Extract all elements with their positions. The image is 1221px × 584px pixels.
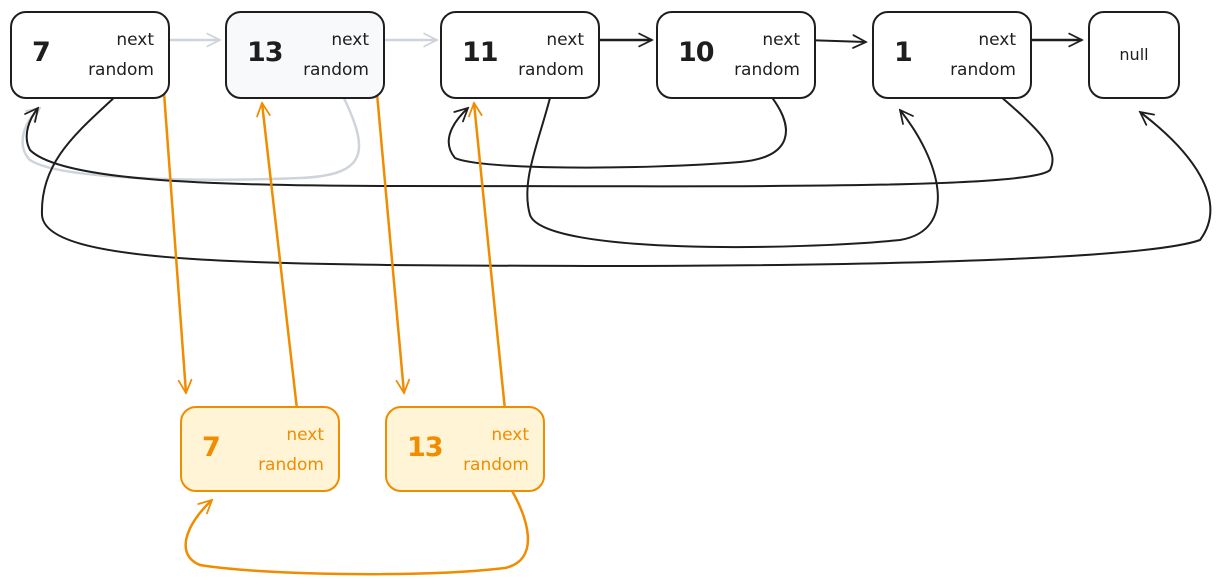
random-arrow-1-to-7 <box>27 89 1054 188</box>
node-null[interactable]: null <box>1088 11 1180 99</box>
random-arrow-copy13-to-copy7 <box>184 483 530 576</box>
node-10[interactable]: 10 next random <box>656 11 816 99</box>
random-arrow-10-to-11 <box>447 89 787 169</box>
copy-arrow-copy13-to-11 <box>474 103 508 421</box>
next-label: next <box>762 30 800 50</box>
random-arrow-11-to-1 <box>526 89 939 249</box>
random-label: random <box>734 60 800 80</box>
random-label: random <box>303 60 369 80</box>
node-value: 1 <box>894 37 913 68</box>
next-label: next <box>286 425 324 445</box>
random-label: random <box>950 60 1016 80</box>
random-arrow-13-to-7 <box>21 89 361 181</box>
next-label: next <box>116 30 154 50</box>
next-label: next <box>331 30 369 50</box>
node-value: 10 <box>678 37 715 68</box>
node-value: 7 <box>202 432 221 463</box>
copy-arrow-13-to-copy13 <box>370 37 404 393</box>
node-13[interactable]: 13 next random <box>225 11 385 99</box>
random-label: random <box>88 60 154 80</box>
copy-arrow-7-to-copy7 <box>158 37 186 393</box>
random-label: random <box>463 455 529 475</box>
node-1[interactable]: 1 next random <box>872 11 1032 99</box>
null-label: null <box>1119 45 1149 64</box>
node-value: 13 <box>247 37 284 68</box>
next-label: next <box>546 30 584 50</box>
copy-node-13[interactable]: 13 next random <box>385 406 545 492</box>
node-value: 7 <box>32 37 51 68</box>
random-label: random <box>258 455 324 475</box>
node-11[interactable]: 11 next random <box>440 11 600 99</box>
node-7[interactable]: 7 next random <box>10 11 170 99</box>
random-arrow-7-to-null <box>40 93 1212 268</box>
copy-node-7[interactable]: 7 next random <box>180 406 340 492</box>
next-label: next <box>978 30 1016 50</box>
node-value: 13 <box>407 432 444 463</box>
next-label: next <box>491 425 529 445</box>
copy-arrow-copy7-to-13 <box>262 103 300 419</box>
node-value: 11 <box>462 37 499 68</box>
random-label: random <box>518 60 584 80</box>
